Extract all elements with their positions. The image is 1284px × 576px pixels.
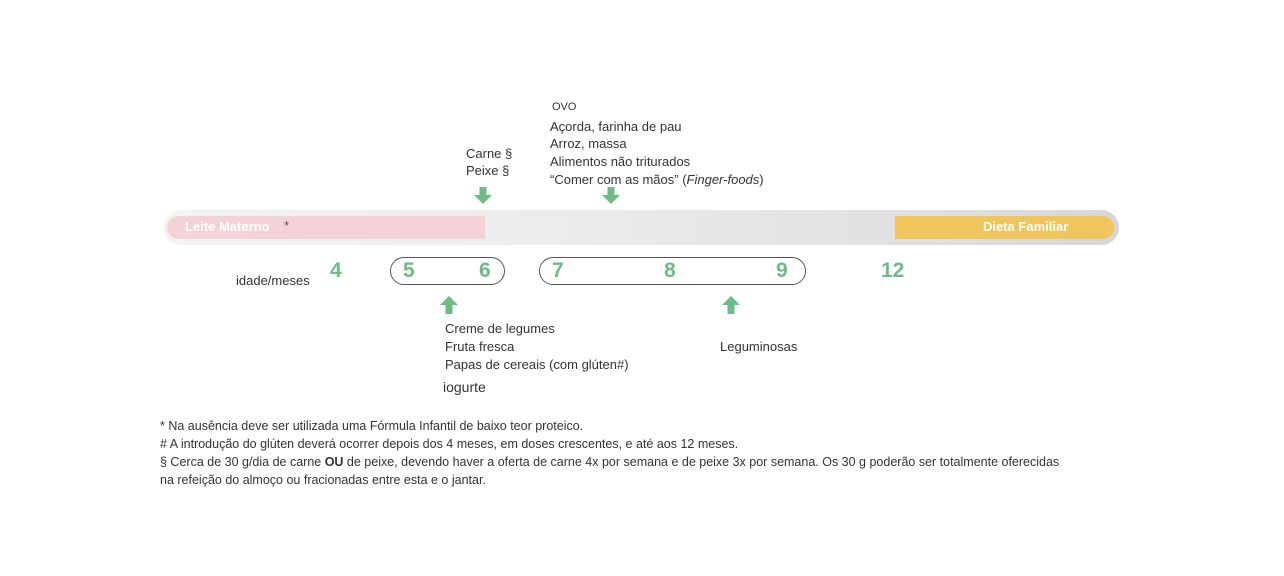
food-carne: Carne § [466,146,513,161]
arrow-down-icon [474,187,492,204]
food-peixe: Peixe § [466,163,510,178]
leite-materno-segment [167,216,485,239]
bracket-7-9 [539,257,806,285]
month-7: 7 [552,259,564,282]
finger-suffix: ) [759,172,764,187]
arrow-up-icon [440,296,458,314]
food-papas-cereais: Papas de cereais (com glúten#) [445,357,629,372]
axis-label: idade/meses [236,273,310,288]
month-4: 4 [330,259,342,282]
month-6: 6 [479,259,491,282]
food-leguminosas: Leguminosas [720,339,798,354]
food-fruta-fresca: Fruta fresca [445,339,515,354]
leite-materno-label: Leite Materno [185,219,270,234]
footnote-section-cont: na refeição do almoço ou fracionadas ent… [160,473,486,487]
month-9: 9 [776,259,788,282]
food-ovo: OVO [552,101,577,113]
food-iogurte: iogurte [443,379,486,395]
footnote-section-bold: OU [324,455,344,469]
bracket-5-6 [390,257,505,285]
food-finger-foods: “Comer com as mãos” (Finger-foods) [550,171,764,189]
arrow-down-icon [602,187,620,204]
food-arroz: Arroz, massa [550,136,627,151]
footnote-hash: # A introdução do glúten deverá ocorrer … [160,437,739,451]
footnote-section-b: de peixe, devendo haver a oferta de carn… [343,455,1060,469]
food-nao-triturados: Alimentos não triturados [550,154,691,169]
arrow-up-icon [722,296,740,314]
month-8: 8 [664,259,676,282]
footnote-asterisk: * Na ausência deve ser utilizada uma Fór… [160,419,584,433]
footnote-section-a: § Cerca de 30 g/dia de carne [160,455,325,469]
finger-italic: Finger-foods [686,172,760,187]
month-5: 5 [403,259,415,282]
dieta-familiar-segment [895,216,1114,239]
month-12: 12 [881,259,905,282]
dieta-familiar-label: Dieta Familiar [983,219,1069,234]
food-creme-legumes: Creme de legumes [445,321,555,336]
food-acorda: Açorda, farinha de pau [550,119,682,134]
finger-prefix: “Comer com as mãos” ( [550,172,687,187]
leite-materno-mark: * [284,218,290,233]
footnote-section: § Cerca de 30 g/dia de carne OU de peixe… [160,453,1059,471]
